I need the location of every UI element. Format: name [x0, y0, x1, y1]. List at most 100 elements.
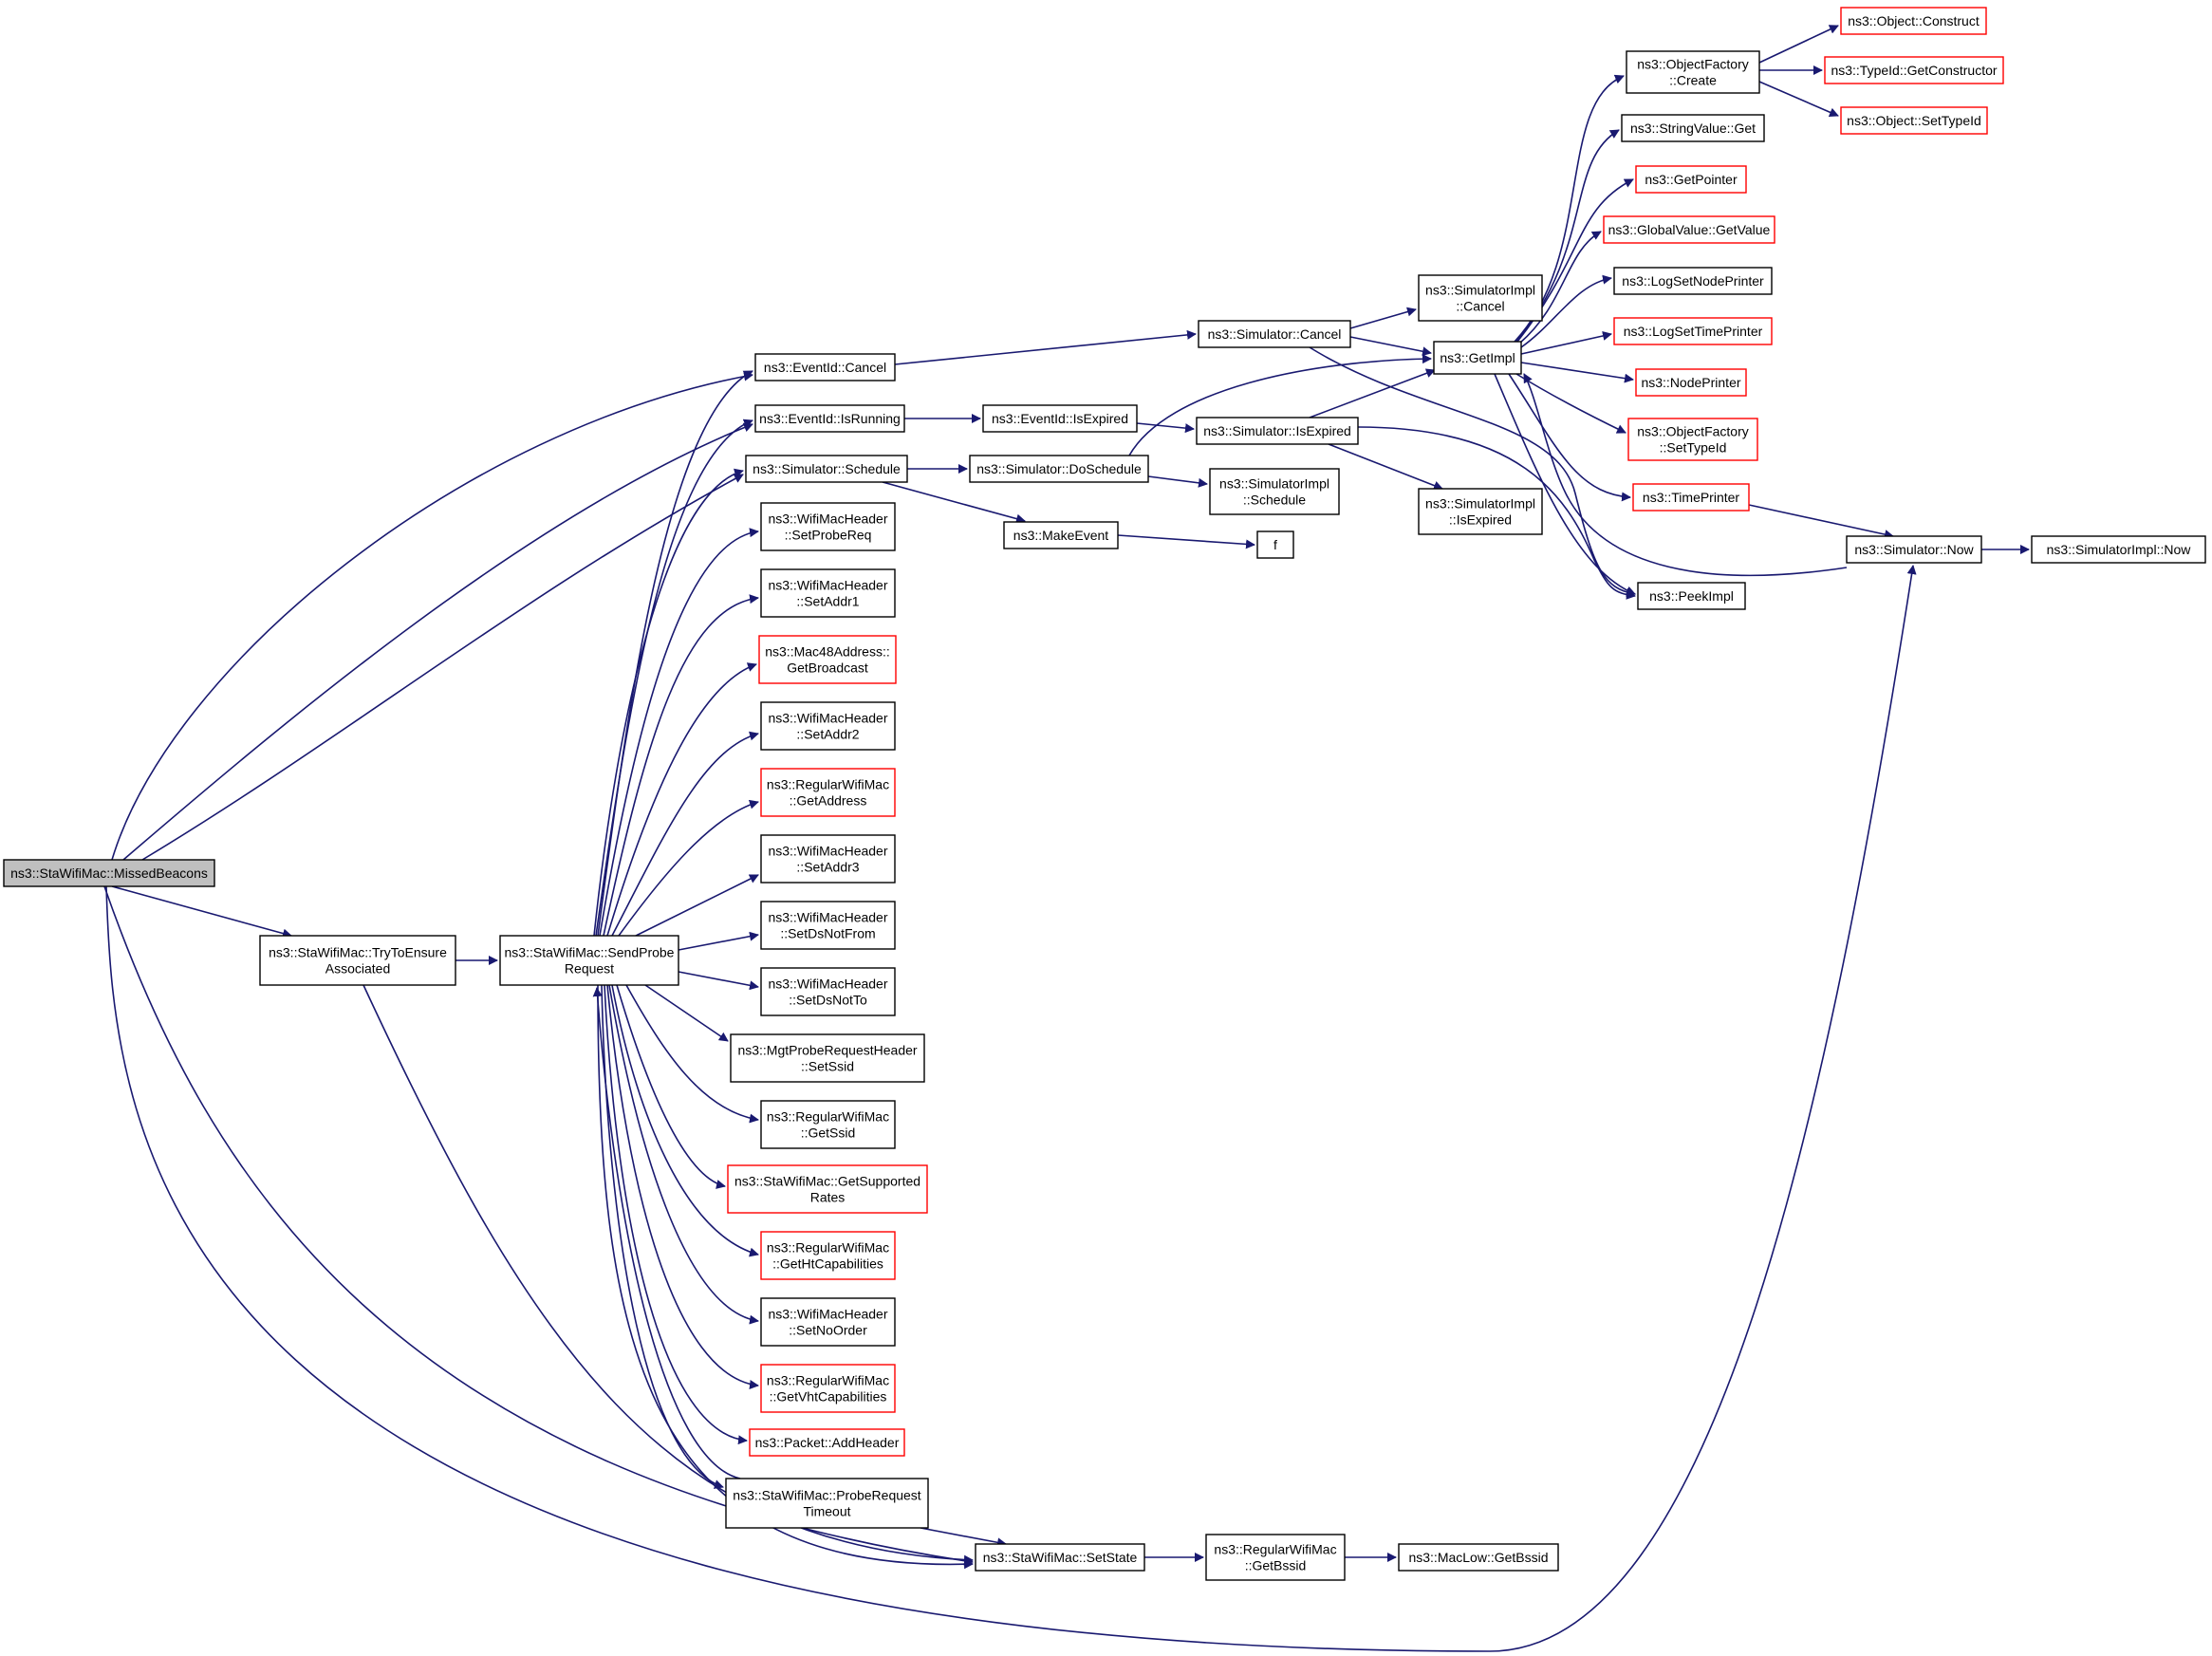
node-box — [982, 404, 1138, 433]
node-label: ns3::GetImpl — [1440, 350, 1515, 365]
node-label: ns3::EventId::IsExpired — [992, 411, 1128, 426]
node-label: ns3::Simulator::IsExpired — [1203, 423, 1351, 438]
node-box — [1205, 1534, 1346, 1581]
node-box — [1635, 368, 1747, 397]
node-getBroadcast[interactable]: ns3::Mac48Address::GetBroadcast — [758, 635, 897, 684]
edge-getImpl-to-logSetTimePrinter — [1520, 331, 1612, 355]
node-getAddress[interactable]: ns3::RegularWifiMac::GetAddress — [760, 768, 896, 817]
node-box — [2031, 535, 2206, 564]
node-logSetTimePrinter[interactable]: ns3::LogSetTimePrinter — [1613, 317, 1773, 345]
node-getBssid[interactable]: ns3::RegularWifiMac::GetBssid — [1205, 1534, 1346, 1581]
node-eventCancel[interactable]: ns3::EventId::Cancel — [754, 353, 896, 381]
node-implSchedule[interactable]: ns3::SimulatorImpl::Schedule — [1209, 468, 1340, 515]
node-nodePrinter[interactable]: ns3::NodePrinter — [1635, 368, 1747, 397]
node-label: ns3::StaWifiMac::MissedBeacons — [10, 865, 208, 881]
node-box — [760, 701, 896, 751]
node-objConstruct[interactable]: ns3::Object::Construct — [1840, 7, 1987, 35]
edge-simNow-to-getImpl — [1523, 373, 1848, 577]
node-setAddr3[interactable]: ns3::WifiMacHeader::SetAddr3 — [760, 834, 896, 884]
node-getPointer[interactable]: ns3::GetPointer — [1635, 165, 1747, 194]
node-setDsNotFrom[interactable]: ns3::WifiMacHeader::SetDsNotFrom — [760, 901, 896, 950]
node-label: Timeout — [803, 1504, 850, 1519]
node-label: ns3::WifiMacHeader — [768, 711, 887, 726]
node-getSsid[interactable]: ns3::RegularWifiMac::GetSsid — [760, 1100, 896, 1149]
node-box — [1621, 114, 1765, 142]
node-getVhtCap[interactable]: ns3::RegularWifiMac::GetVhtCapabilities — [760, 1364, 896, 1413]
node-label: ns3::Packet::AddHeader — [755, 1435, 900, 1450]
node-box — [1840, 106, 1988, 135]
node-label: ns3::ObjectFactory — [1637, 57, 1749, 72]
node-simCancel[interactable]: ns3::Simulator::Cancel — [1198, 320, 1351, 348]
edge-doSchedule-to-getImpl — [1128, 354, 1432, 456]
node-label: ns3::StaWifiMac::SetState — [983, 1550, 1138, 1565]
node-label: ns3::Simulator::Cancel — [1208, 326, 1342, 342]
node-setState[interactable]: ns3::StaWifiMac::SetState — [975, 1543, 1145, 1572]
node-box — [1418, 488, 1543, 535]
node-logSetNodePrinter[interactable]: ns3::LogSetNodePrinter — [1613, 267, 1773, 295]
node-setProbeReq[interactable]: ns3::WifiMacHeader::SetProbeReq — [760, 502, 896, 551]
edge-objFactoryCreate-to-objConstruct — [1758, 25, 1839, 64]
node-objFactorySetTypeId[interactable]: ns3::ObjectFactory::SetTypeId — [1627, 418, 1758, 461]
node-macLowGetBssid[interactable]: ns3::MacLow::GetBssid — [1398, 1543, 1559, 1572]
node-setAddr1[interactable]: ns3::WifiMacHeader::SetAddr1 — [760, 568, 896, 618]
node-simSchedule[interactable]: ns3::Simulator::Schedule — [745, 455, 908, 483]
node-getImpl[interactable]: ns3::GetImpl — [1433, 341, 1522, 375]
node-timePrinter[interactable]: ns3::TimePrinter — [1632, 483, 1750, 512]
node-getHtCap[interactable]: ns3::RegularWifiMac::GetHtCapabilities — [760, 1231, 896, 1280]
node-box — [1626, 50, 1760, 94]
node-implNow[interactable]: ns3::SimulatorImpl::Now — [2031, 535, 2206, 564]
node-implCancel[interactable]: ns3::SimulatorImpl::Cancel — [1418, 274, 1543, 322]
node-peekImpl[interactable]: ns3::PeekImpl — [1637, 582, 1746, 610]
edge-sendProbe-to-setAddr2 — [611, 731, 759, 937]
node-simNow[interactable]: ns3::Simulator::Now — [1846, 535, 1982, 564]
edge-probeTimeout-to-sendProbe — [592, 987, 741, 1479]
node-box — [1637, 582, 1746, 610]
node-objFactoryCreate[interactable]: ns3::ObjectFactory::Create — [1626, 50, 1760, 94]
node-label: ns3::SimulatorImpl — [1425, 496, 1535, 512]
node-setNoOrder[interactable]: ns3::WifiMacHeader::SetNoOrder — [760, 1297, 896, 1347]
node-stringValueGet[interactable]: ns3::StringValue::Get — [1621, 114, 1765, 142]
edge-sendProbe-to-probeTimeout — [601, 984, 724, 1489]
edge-getImpl-to-logSetNodePrinter — [1520, 274, 1612, 348]
node-label: ns3::LogSetTimePrinter — [1624, 324, 1763, 339]
node-box — [1824, 56, 2004, 84]
edge-sendProbe-to-setAddr1 — [603, 594, 759, 937]
edge-simIsExpired-to-implIsExpired — [1328, 443, 1443, 491]
node-simIsExpired[interactable]: ns3::Simulator::IsExpired — [1196, 417, 1359, 445]
node-makeEvent[interactable]: ns3::MakeEvent — [1003, 521, 1119, 549]
edge-doSchedule-to-implSchedule — [1147, 475, 1208, 488]
node-box — [1627, 418, 1758, 461]
node-setAddr2[interactable]: ns3::WifiMacHeader::SetAddr2 — [760, 701, 896, 751]
node-box — [760, 502, 896, 551]
node-globalValueGetValue[interactable]: ns3::GlobalValue::GetValue — [1603, 215, 1775, 244]
node-typeIdGetConstructor[interactable]: ns3::TypeId::GetConstructor — [1824, 56, 2004, 84]
node-box — [1613, 317, 1773, 345]
node-label: ns3::StaWifiMac::ProbeRequest — [733, 1488, 921, 1503]
node-label: ns3::RegularWifiMac — [767, 1240, 889, 1256]
node-label: ::GetBssid — [1245, 1558, 1307, 1573]
edge-missedBeacons-to-simSchedule — [141, 474, 744, 861]
edge-sendProbe-to-setProbeReq — [599, 528, 759, 937]
node-box — [1603, 215, 1775, 244]
node-eventIsExpired[interactable]: ns3::EventId::IsExpired — [982, 404, 1138, 433]
node-label: GetBroadcast — [787, 661, 868, 676]
node-doSchedule[interactable]: ns3::Simulator::DoSchedule — [969, 455, 1149, 483]
node-eventIsRunning[interactable]: ns3::EventId::IsRunning — [754, 404, 905, 433]
node-implIsExpired[interactable]: ns3::SimulatorImpl::IsExpired — [1418, 488, 1543, 535]
edge-simIsExpired-to-getImpl — [1309, 368, 1436, 419]
node-label: ::SetDsNotFrom — [780, 926, 875, 941]
node-label: ns3::MgtProbeRequestHeader — [737, 1043, 917, 1058]
node-addHeader[interactable]: ns3::Packet::AddHeader — [749, 1428, 905, 1457]
node-label: ns3::RegularWifiMac — [767, 1373, 889, 1388]
node-f[interactable]: f — [1256, 530, 1294, 559]
node-setDsNotTo[interactable]: ns3::WifiMacHeader::SetDsNotTo — [760, 967, 896, 1016]
edge-eventIsExpired-to-simIsExpired — [1136, 422, 1195, 434]
edge-simCancel-to-peekImpl — [1309, 346, 1636, 598]
edge-sendProbe-to-getHtCap — [611, 984, 759, 1257]
node-setSsid[interactable]: ns3::MgtProbeRequestHeader::SetSsid — [730, 1033, 925, 1083]
node-objSetTypeId[interactable]: ns3::Object::SetTypeId — [1840, 106, 1988, 135]
